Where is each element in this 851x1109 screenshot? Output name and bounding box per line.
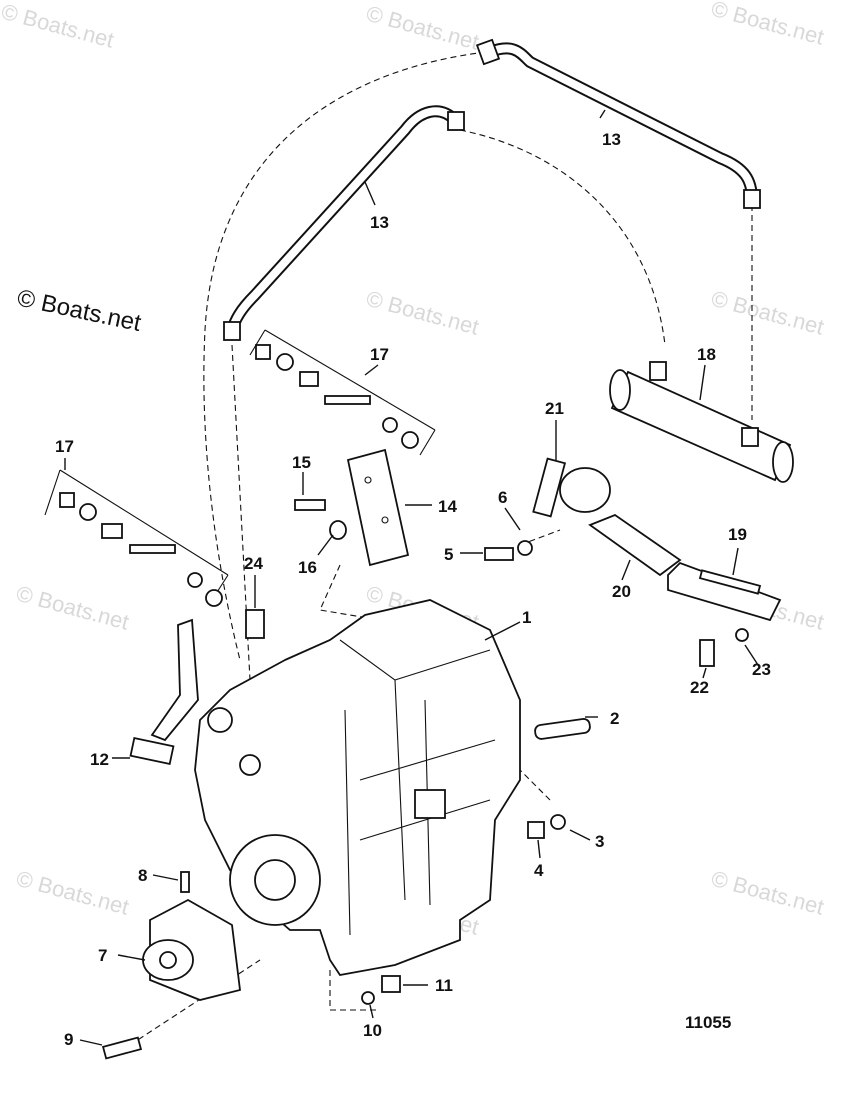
callout-12: 12 [90,750,109,769]
callout-18: 18 [697,345,716,364]
callout-4: 4 [534,861,544,880]
callout-labels: 1 2 3 4 5 6 7 8 9 10 11 12 13 13 14 15 1… [55,130,771,1049]
callout-17-upper: 17 [370,345,389,364]
leader-lines [64,109,761,1046]
transmission-housing-1 [194,599,521,976]
callout-21: 21 [545,399,564,418]
callout-3: 3 [595,832,604,851]
watermark: © Boats.net [364,1,482,55]
fitting-kit-17-upper [249,329,436,456]
dashed-routing-line [231,344,251,681]
dashed-routing-line [203,51,487,661]
drive-coupling-7 [142,898,241,1001]
callout-17-lower: 17 [55,437,74,456]
speed-sensor-12 [129,736,175,766]
nut-4-washer-3 [527,814,566,839]
callout-1: 1 [522,608,531,627]
watermark: © Boats.net [364,286,482,340]
callout-19: 19 [728,525,747,544]
gasket-20 [588,513,682,577]
callout-24: 24 [244,554,263,573]
dashed-routing-line [459,129,666,346]
routing-lines [129,51,753,1046]
bolt-9 [101,1036,143,1060]
brand-label: © Boats.net [15,284,144,337]
nut-11-washer-10 [361,975,401,1005]
callout-11: 11 [435,976,453,995]
dashed-routing-line [129,959,261,1046]
watermark: © Boats.net [709,0,827,50]
callout-6: 6 [498,488,507,507]
watermark: © Boats.net [14,866,132,920]
callout-8: 8 [138,866,147,885]
callout-13-lower: 13 [370,213,389,232]
dashed-routing-line [329,970,380,1011]
bracket-19 [667,561,782,622]
callout-9: 9 [64,1030,73,1049]
dashed-routing-line [519,529,561,546]
callout-23: 23 [752,660,771,679]
callout-2: 2 [610,709,619,728]
oil-cooler-18 [609,361,794,483]
watermark: © Boats.net [0,0,117,53]
bolt-8 [180,871,190,893]
shift-lever-bracket [150,618,199,742]
dowel-pin-2 [534,718,591,740]
callout-20: 20 [612,582,631,601]
callout-10: 10 [363,1021,382,1040]
callout-13-upper: 13 [602,130,621,149]
callout-5: 5 [444,545,453,564]
callout-14: 14 [438,497,457,516]
diagram-reference-number: 11055 [685,1013,731,1032]
cover-plate-14 [294,448,410,567]
bolt-22-washer-23 [699,628,749,667]
fitting-kit-17-lower [44,469,229,607]
callout-16: 16 [298,558,317,577]
callout-15: 15 [292,453,311,472]
callout-22: 22 [690,678,709,697]
callout-7: 7 [98,946,107,965]
hose-13-upper [475,38,761,209]
sensor-24 [245,609,265,639]
hose-13-lower [223,105,465,341]
watermark: © Boats.net [709,286,827,340]
watermark: © Boats.net [14,581,132,635]
bolt-5-washer-6 [484,540,533,561]
hose-clamp-21 [532,457,611,518]
watermark: © Boats.net [709,866,827,920]
